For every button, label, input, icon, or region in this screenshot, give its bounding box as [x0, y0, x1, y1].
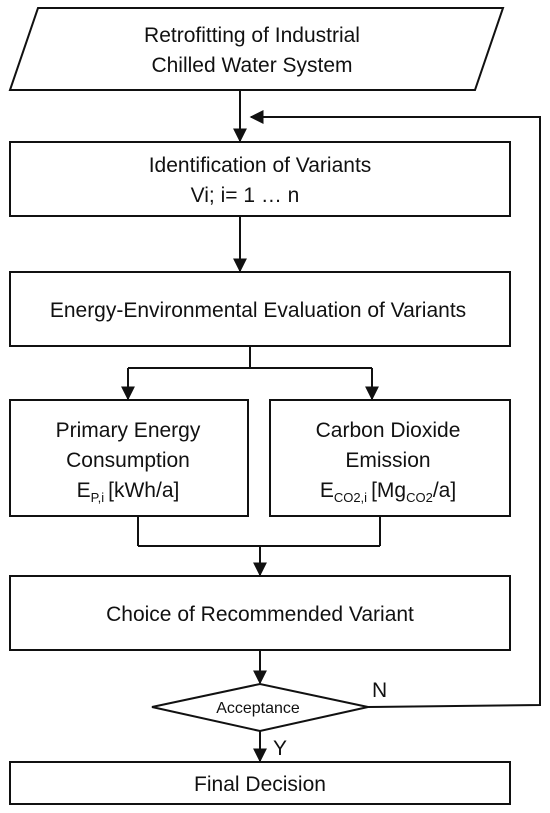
primary-energy-formula: EP,i[kWh/a]	[77, 479, 180, 505]
start-text-line1: Retrofitting of Industrial	[144, 24, 360, 47]
evaluate-box	[9, 271, 511, 347]
final-box	[9, 761, 511, 805]
primary-energy-line1: Primary Energy	[56, 419, 201, 442]
acceptance-yes-label: Y	[273, 737, 287, 760]
acceptance-text: Acceptance	[216, 700, 300, 717]
primary-energy-symbol-sub: P,i	[91, 490, 105, 505]
co2-symbol: E	[320, 479, 334, 502]
primary-energy-unit: [kWh/a]	[108, 479, 179, 502]
co2-unit-sub: CO2	[406, 490, 433, 505]
final-text: Final Decision	[194, 773, 326, 796]
feedback-loop-line	[249, 110, 541, 708]
co2-box	[269, 399, 511, 517]
co2-symbol-sub: CO2,i	[334, 490, 367, 505]
evaluate-text: Energy-Environmental Evaluation of Varia…	[50, 299, 466, 322]
start-text-line2: Chilled Water System	[151, 54, 352, 77]
identify-text-line2: Vi; i= 1 … n	[191, 184, 300, 207]
co2-formula: ECO2,i [MgCO2/a]	[320, 479, 456, 505]
choice-text: Choice of Recommended Variant	[106, 603, 414, 626]
primary-energy-symbol: E	[77, 479, 91, 502]
co2-line1: Carbon Dioxide	[316, 419, 461, 442]
co2-unit-open: [Mg	[371, 479, 406, 502]
identify-text-line1: Identification of Variants	[149, 154, 372, 177]
start-parallelogram	[8, 7, 505, 91]
co2-line2: Emission	[345, 449, 430, 472]
acceptance-no-label: N	[372, 679, 387, 702]
co2-unit-close: /a]	[433, 479, 456, 502]
identify-box	[9, 141, 511, 217]
primary-energy-line2: Consumption	[66, 449, 190, 472]
